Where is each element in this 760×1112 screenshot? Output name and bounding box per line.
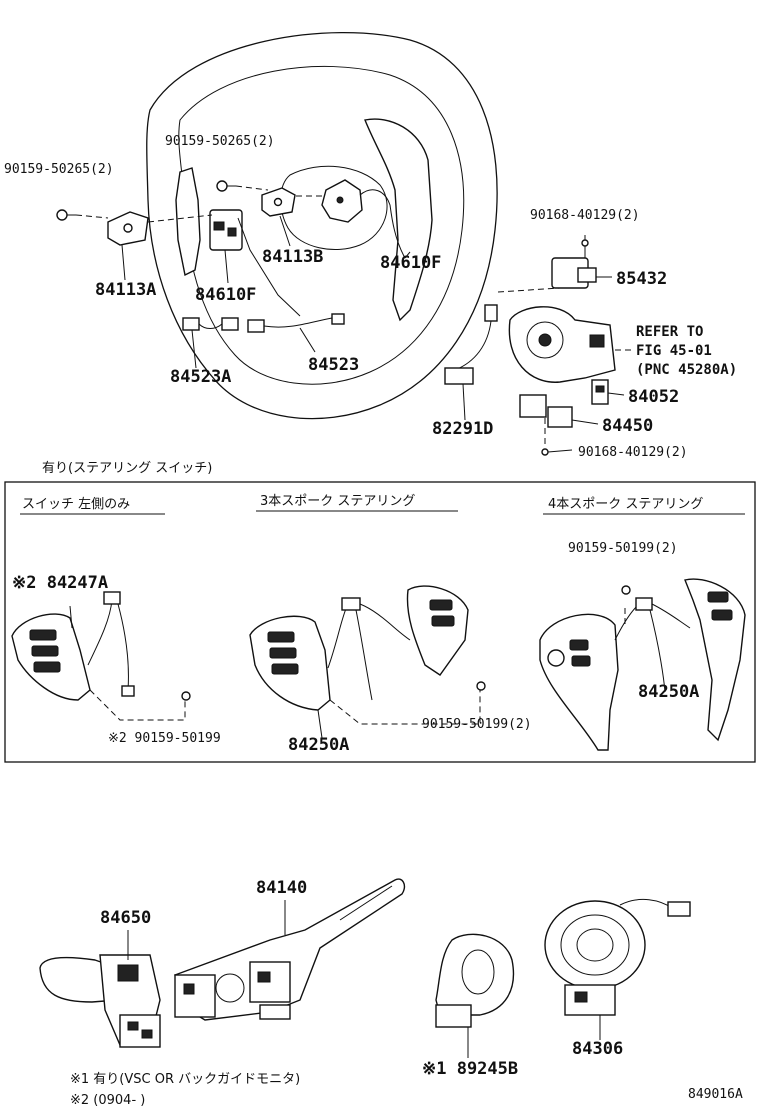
label-89245B: ※1 89245B <box>422 1059 518 1079</box>
label-90159-50199-note: ※2 90159-50199 <box>108 731 221 746</box>
label-84450: 84450 <box>602 416 653 436</box>
label-90159-50199-mid: 90159-50199(2) <box>422 717 532 732</box>
section-left-only: スイッチ 左側のみ <box>22 497 130 512</box>
turn-signal-switch-84650 <box>39 954 161 1048</box>
label-90159-50265-left: 90159-50265(2) <box>4 162 114 177</box>
spiral-cable-cover-89245B <box>435 933 515 1028</box>
label-84052: 84052 <box>628 387 679 407</box>
cable-82291D <box>444 304 498 385</box>
paddle-left <box>175 167 201 277</box>
bracket-84113B <box>261 187 296 217</box>
label-84140: 84140 <box>256 878 307 898</box>
footnote-2: ※2 (0904- ) <box>70 1093 145 1108</box>
figure-code: 849016A <box>688 1087 743 1102</box>
label-90168-40129-top: 90168-40129(2) <box>530 208 640 223</box>
label-84113A: 84113A <box>95 280 156 300</box>
label-84113B: 84113B <box>262 247 323 267</box>
part-85432 <box>551 235 597 289</box>
combination-switch-base <box>508 306 616 383</box>
label-84523: 84523 <box>308 355 359 375</box>
switch-84610F-left <box>209 209 243 251</box>
switch-84610F-right <box>321 179 363 223</box>
label-84247A: ※2 84247A <box>12 573 108 593</box>
part-84052 <box>591 379 609 405</box>
steering-switch-box <box>4 481 756 763</box>
switch-84247A <box>11 591 135 701</box>
part-84450 <box>519 394 573 456</box>
box-title: 有り(ステアリング スイッチ) <box>42 461 212 476</box>
label-90159-50199-right: 90159-50199(2) <box>568 541 678 556</box>
harness-84523 <box>247 313 345 333</box>
label-84650: 84650 <box>100 908 151 928</box>
section-3-spoke: 3本スポーク ステアリング <box>260 494 415 509</box>
label-82291D: 82291D <box>432 419 493 439</box>
label-84306: 84306 <box>572 1039 623 1059</box>
section-4-spoke: 4本スポーク ステアリング <box>548 497 703 512</box>
footnote-1: ※1 有り(VSC OR バックガイドモニタ) <box>70 1072 300 1087</box>
switch-84250A-4spoke <box>539 578 746 751</box>
label-90168-40129-bottom: 90168-40129(2) <box>578 445 688 460</box>
label-84610F-right: 84610F <box>380 253 441 273</box>
spiral-cable-84306 <box>544 898 691 1016</box>
switch-84250A-3spoke <box>249 585 469 711</box>
screw-90159-50265-top <box>216 180 236 192</box>
label-refer-1: REFER TO <box>636 324 703 340</box>
label-90159-50265-top: 90159-50265(2) <box>165 134 275 149</box>
bracket-84113A <box>107 211 149 246</box>
label-84523A: 84523A <box>170 367 231 387</box>
label-84610F-left: 84610F <box>195 285 256 305</box>
label-84250A-3spoke: 84250A <box>288 735 349 755</box>
paddle-right <box>364 118 433 322</box>
label-85432: 85432 <box>616 269 667 289</box>
screw-90159-50265-left <box>56 209 76 221</box>
harness-84523A <box>182 317 239 331</box>
label-refer-3: (PNC 45280A) <box>636 362 737 378</box>
label-84250A-4spoke: 84250A <box>638 682 699 702</box>
wiper-switch-84140 <box>174 878 406 1021</box>
label-refer-2: FIG 45-01 <box>636 343 712 359</box>
